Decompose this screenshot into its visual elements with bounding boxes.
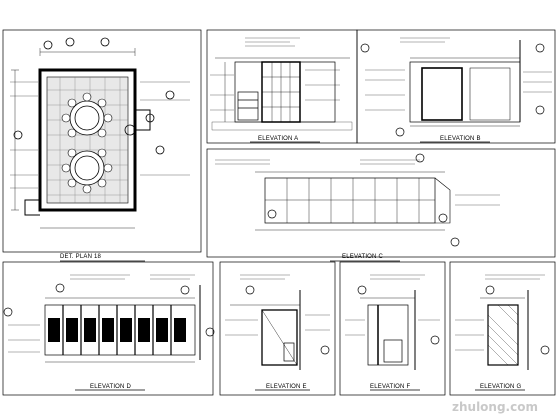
elevation-d-drawing xyxy=(3,274,215,391)
elev-d-panel-frame xyxy=(2,261,214,396)
elevation-f-drawing xyxy=(345,274,440,391)
elevation-b-title: ELEVATION B xyxy=(440,136,481,142)
elevation-g-title: ELEVATION G xyxy=(480,384,522,390)
elev-a-panel-frame xyxy=(206,29,358,144)
elevation-d-title: ELEVATION D xyxy=(90,384,131,390)
elevation-a-title: ELEVATION A xyxy=(258,136,299,142)
elev-f-panel-frame xyxy=(339,261,446,396)
elevation-g-drawing xyxy=(455,274,550,391)
elevation-f-title: ELEVATION F xyxy=(370,384,411,390)
detail-plan xyxy=(10,37,190,262)
elevation-e-drawing xyxy=(225,274,330,391)
elevation-b-drawing xyxy=(360,37,552,143)
plan-panel-frame xyxy=(2,29,202,253)
elev-c-panel-frame xyxy=(206,148,556,258)
elev-b-panel-frame xyxy=(356,29,556,144)
plan-title: DET. PLAN 18 xyxy=(60,254,102,260)
elev-g-panel-frame xyxy=(449,261,556,396)
elevation-a-drawing xyxy=(210,37,353,143)
elev-e-panel-frame xyxy=(219,261,336,396)
elevation-e-title: ELEVATION E xyxy=(266,384,307,390)
watermark: zhulong.com xyxy=(452,400,538,414)
elevation-c-drawing xyxy=(215,153,500,262)
elevation-c-title: ELEVATION C xyxy=(342,254,383,260)
